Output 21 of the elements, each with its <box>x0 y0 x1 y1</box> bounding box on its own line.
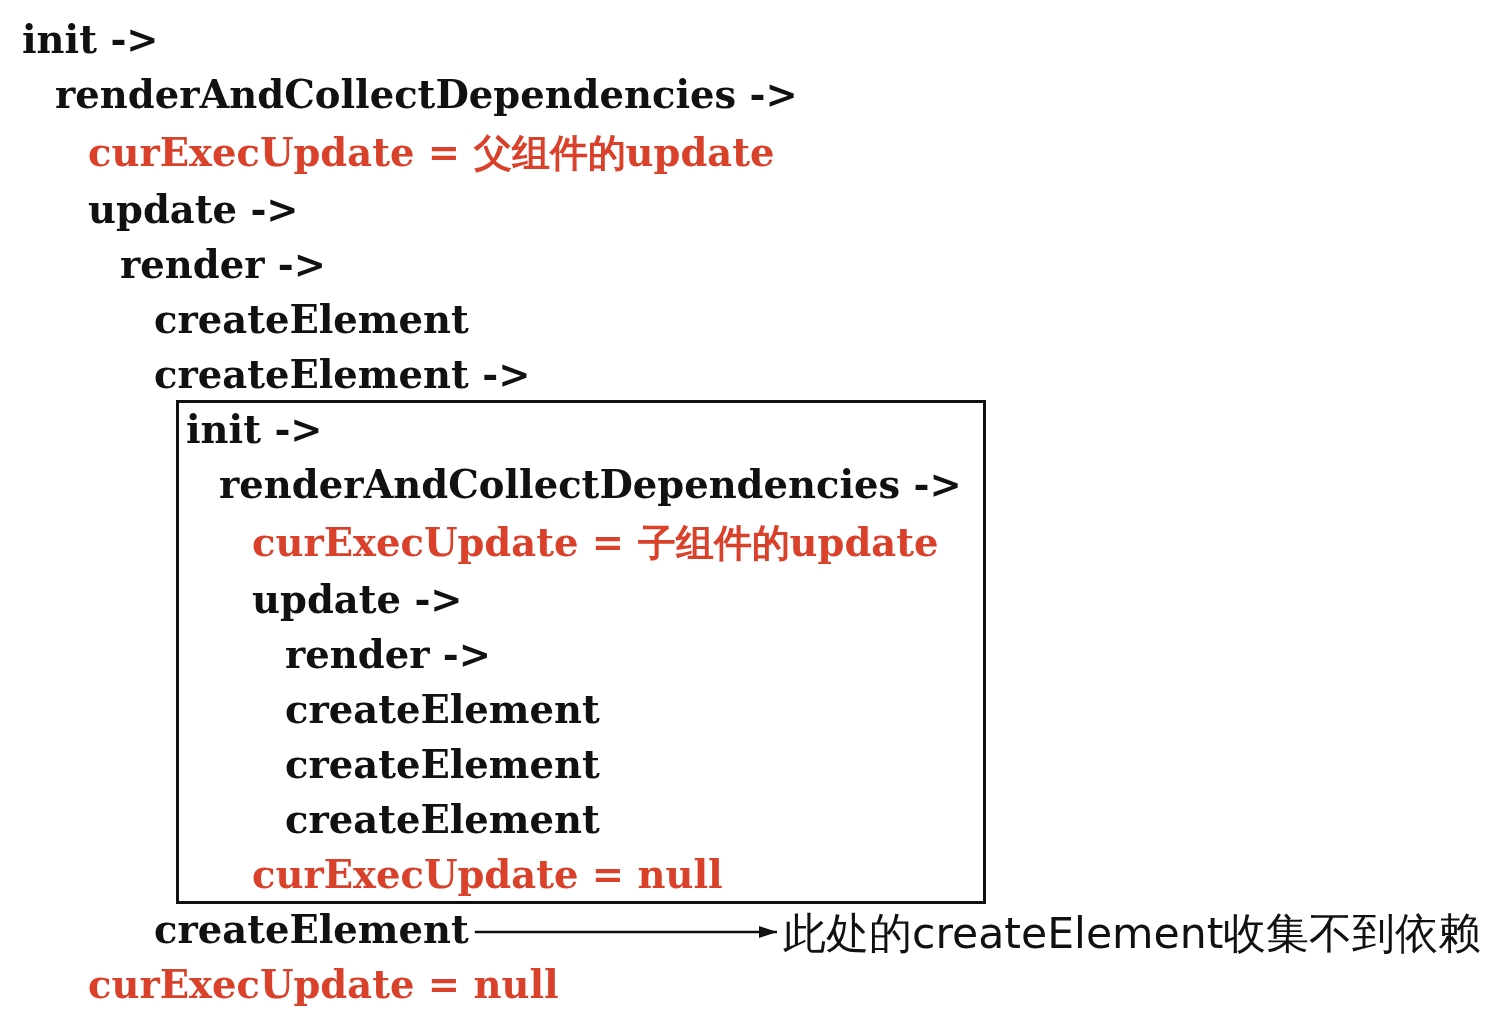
code-line: init -> <box>186 407 323 453</box>
nested-call-box <box>176 400 986 904</box>
code-line: update -> <box>88 187 299 233</box>
code-line: createElement <box>154 297 469 343</box>
arrow <box>474 926 777 938</box>
code-line: init -> <box>22 17 159 63</box>
code-line: renderAndCollectDependencies -> <box>219 462 962 508</box>
code-line: curExecUpdate = 子组件的update <box>252 520 939 566</box>
code-line: createElement -> <box>154 352 531 398</box>
code-line: createElement <box>154 907 469 953</box>
code-line: curExecUpdate = null <box>252 852 723 898</box>
code-line: curExecUpdate = 父组件的update <box>88 130 775 176</box>
code-line: render -> <box>285 632 492 678</box>
note-text: 此处的createElement收集不到依赖 <box>783 908 1482 958</box>
code-line: curExecUpdate = null <box>88 962 559 1008</box>
code-line: createElement <box>285 687 600 733</box>
code-line: renderAndCollectDependencies -> <box>55 72 798 118</box>
code-line: createElement <box>285 797 600 843</box>
code-line: update -> <box>252 577 463 623</box>
code-line: render -> <box>120 242 327 288</box>
code-line: createElement <box>285 742 600 788</box>
